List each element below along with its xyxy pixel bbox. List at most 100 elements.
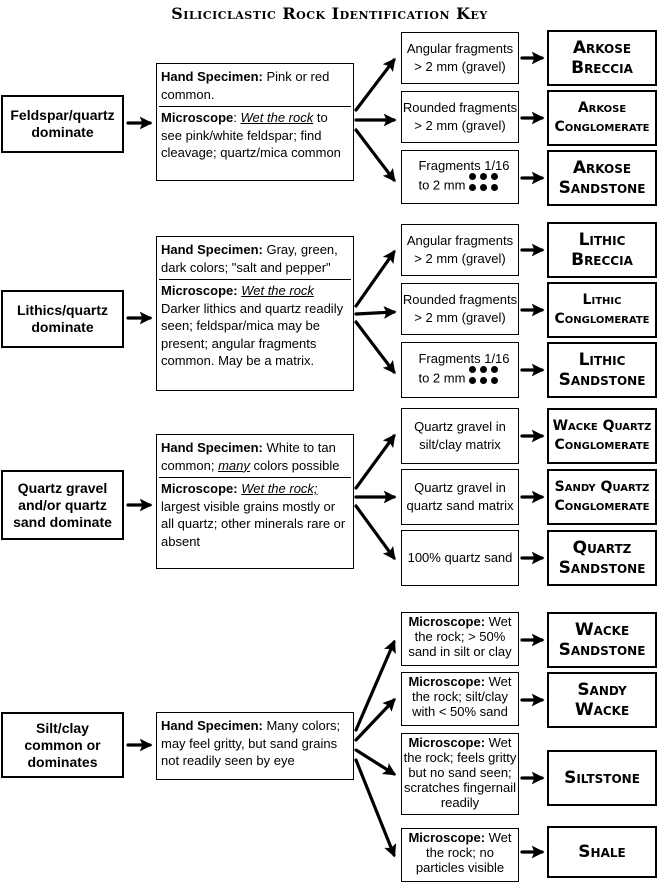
criteria-line: to 2 mm [418, 177, 466, 193]
hand-specimen-label: Hand Specimen: [161, 69, 263, 84]
page-title: Siliciclastic Rock Identification Key [171, 4, 488, 23]
rock-name-line: Lithic [578, 230, 626, 250]
criteria-box: Microscope: Wet the rock; no particles v… [401, 828, 519, 882]
description-box: Hand Specimen: White to tan common; many… [156, 434, 354, 569]
criteria-line: Angular fragments [406, 233, 514, 248]
divider [159, 477, 351, 478]
arrow [354, 433, 396, 490]
microscope-text: to see pink/white feldspar; find cleavag… [161, 110, 341, 160]
arrow [354, 758, 397, 858]
criteria-line: > 2 mm (gravel) [414, 251, 506, 266]
microscope-text: Darker lithics and quartz readily seen; … [161, 300, 344, 369]
criteria-line: Rounded fragments [402, 292, 518, 307]
rock-name-line: Lithic [582, 292, 622, 308]
rock-name-line: Sandy Quartz [554, 479, 650, 495]
arrow [354, 748, 397, 776]
arrow [354, 320, 396, 375]
hand-specimen-text: Many colors; may feel gritty, but sand g… [161, 718, 341, 768]
criteria-line: Quartz gravel in [414, 419, 506, 434]
microscope-label: Microscope: [408, 674, 486, 689]
rock-name-line: Arkose [577, 100, 627, 116]
rock-name-line: Wacke [574, 700, 630, 720]
description-box: Hand Specimen: Pink or red common. Micro… [156, 63, 354, 181]
colon: : [233, 110, 241, 125]
category-line: Feldspar/quartz [10, 107, 115, 123]
many-emphasis: many [218, 457, 250, 473]
arrow [354, 306, 397, 319]
arrow [354, 639, 396, 732]
rock-name-line: Shale [578, 842, 626, 862]
rock-name-line: Sandstone [558, 370, 646, 390]
criteria-box: Rounded fragments > 2 mm (gravel) [401, 91, 519, 143]
sand-grains-icon [469, 173, 501, 195]
rock-name-line: Breccia [571, 250, 633, 270]
rock-name: Shale [547, 826, 657, 878]
criteria-line: Angular fragments [406, 41, 514, 56]
criteria-line: Fragments 1/16 [418, 351, 510, 366]
criteria-box: Rounded fragments> 2 mm (gravel) [401, 283, 519, 335]
criteria-box: Angular fragments > 2 mm (gravel) [401, 224, 519, 276]
hand-specimen-text: Pink or red common. [161, 69, 330, 102]
microscope-label: Microscope: [161, 283, 238, 298]
criteria-box: Quartz gravel in quartz sand matrix [401, 469, 519, 525]
rock-name-line: Arkose [572, 158, 632, 178]
category-feldspar-quartz: Feldspar/quartz dominate [1, 95, 124, 153]
criteria-line: quartz sand matrix [406, 498, 514, 513]
criteria-line: Fragments 1/16 [418, 158, 510, 173]
criteria-line: > 2 mm (gravel) [414, 59, 506, 74]
wet-rock-emphasis: Wet the rock [241, 283, 314, 298]
wet-rock-emphasis: Wet the rock; [241, 481, 318, 496]
criteria-line: Quartz gravel in [414, 480, 506, 495]
category-line: common or [24, 736, 101, 753]
rock-name-line: Arkose [572, 38, 632, 58]
rock-name-line: Wacke [574, 620, 630, 640]
rock-name-line: Sandstone [558, 178, 646, 198]
criteria-line: Rounded fragments [402, 100, 518, 115]
hand-specimen-text: White to tan common; [161, 440, 336, 473]
microscope-label: Microscope [161, 110, 234, 125]
description-box: Hand Specimen: Gray, green, dark colors;… [156, 236, 354, 391]
criteria-text: Wet the rock; no particles visible [415, 830, 512, 875]
hand-specimen-label: Hand Specimen: [161, 718, 263, 733]
criteria-box: Angular fragments > 2 mm (gravel) [401, 32, 519, 84]
hand-specimen-label: Hand Specimen: [161, 440, 263, 455]
criteria-box: Fragments 1/16 to 2 mm [401, 150, 519, 204]
category-line: dominates [27, 753, 98, 770]
rock-name-line: Sandstone [558, 640, 646, 660]
arrow [354, 249, 396, 308]
rock-name-line: Conglomerate [554, 437, 650, 453]
category-line: Lithics/quartz [16, 302, 108, 318]
microscope-label: Microscope: [408, 614, 486, 629]
rock-name-line: Conglomerate [554, 119, 650, 135]
rock-name: Siltstone [547, 750, 657, 806]
criteria-text: Wet the rock; feels gritty but no sand s… [403, 735, 517, 810]
arrow [354, 128, 396, 183]
divider [159, 106, 351, 107]
description-box: Hand Specimen: Many colors; may feel gri… [156, 712, 354, 780]
criteria-line: to 2 mm [418, 370, 466, 386]
criteria-line: silt/clay matrix [419, 437, 501, 452]
criteria-box: Quartz gravel in silt/clay matrix [401, 408, 519, 464]
category-line: Quartz gravel [17, 479, 108, 496]
criteria-line: 100% quartz sand [407, 550, 513, 565]
criteria-text: Wet the rock; silt/clay with < 50% sand [411, 674, 512, 719]
microscope-label: Microscope: [408, 735, 486, 750]
microscope-label: Microscope: [161, 481, 238, 496]
criteria-line: > 2 mm (gravel) [414, 118, 506, 133]
rock-name-line: Siltstone [564, 768, 640, 788]
hand-specimen-text: Gray, green, dark colors; "salt and pepp… [161, 242, 338, 275]
wet-rock-emphasis: Wet the rock [240, 110, 314, 125]
sand-grains-icon [469, 366, 501, 388]
